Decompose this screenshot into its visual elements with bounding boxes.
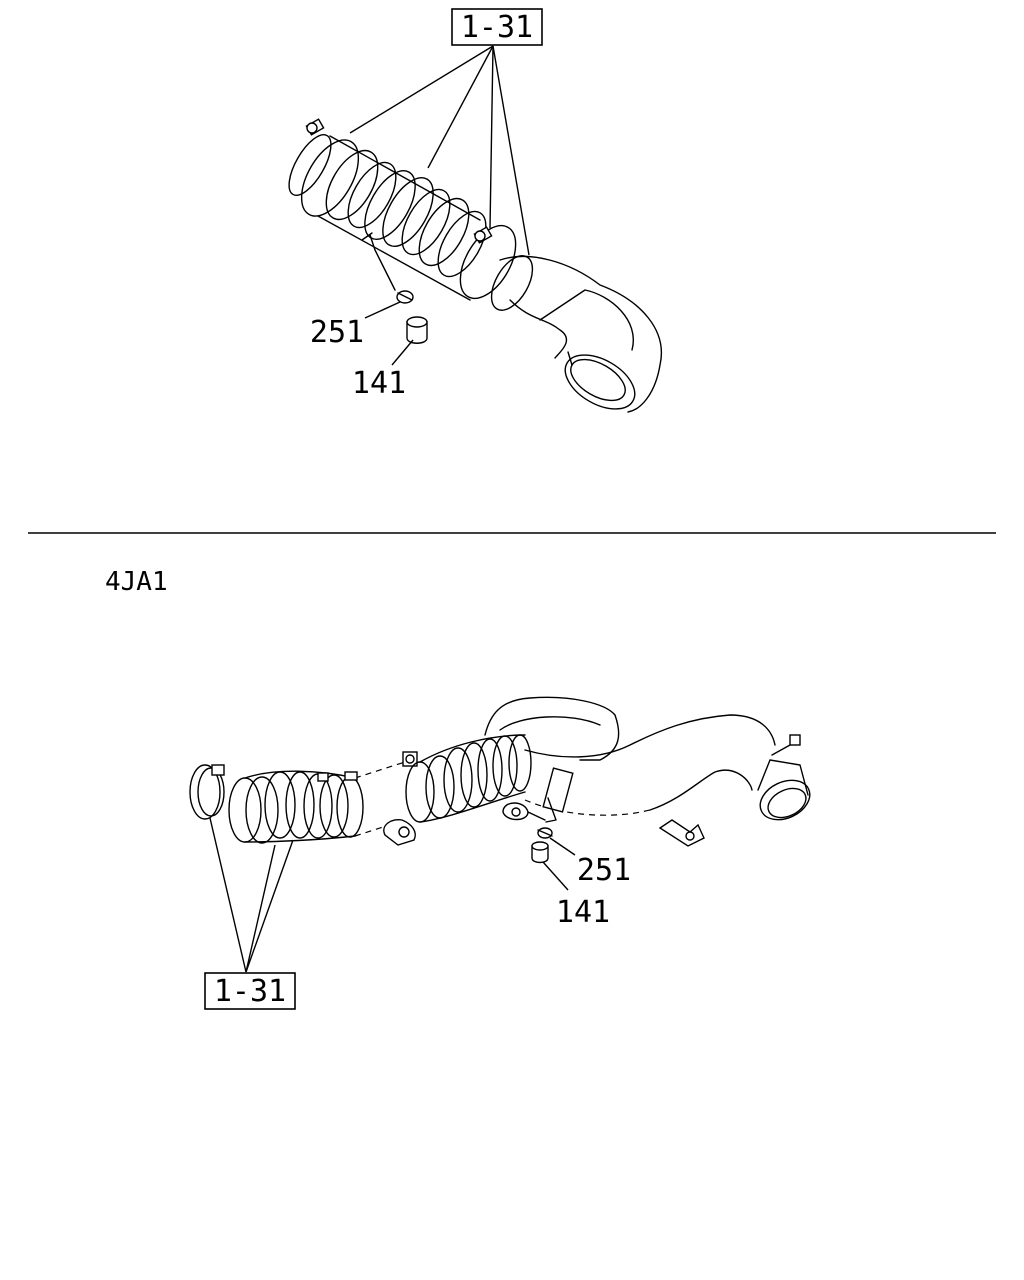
upper-leader-251 — [364, 301, 401, 319]
lower-ref-box[interactable]: 1-31 — [204, 972, 296, 1010]
lower-grommet-141[interactable] — [531, 841, 549, 864]
lower-air-hose — [189, 696, 811, 847]
upper-ref-box-label: 1-31 — [461, 10, 533, 45]
lower-clip-251[interactable] — [537, 827, 553, 839]
upper-ref-box[interactable]: 1-31 — [451, 8, 543, 46]
lower-ref-leaders — [209, 817, 294, 973]
lower-callout-141[interactable]: 141 — [556, 895, 610, 930]
upper-air-hose — [288, 118, 663, 413]
engine-label: 4JA1 — [105, 567, 168, 597]
lower-leader-251 — [549, 837, 576, 856]
lower-leader-141 — [542, 861, 569, 891]
upper-ref-leaders — [349, 45, 530, 256]
lower-callout-251[interactable]: 251 — [577, 853, 631, 888]
upper-grommet-141[interactable] — [406, 316, 428, 344]
upper-callout-141[interactable]: 141 — [352, 366, 406, 401]
upper-leader-141 — [391, 339, 414, 366]
lower-ref-box-label: 1-31 — [214, 974, 286, 1009]
upper-diagram: 1-31 — [288, 8, 663, 413]
lower-diagram: 4JA1 — [105, 567, 811, 1010]
upper-clip-251[interactable] — [396, 290, 414, 304]
upper-callout-251[interactable]: 251 — [310, 315, 364, 350]
